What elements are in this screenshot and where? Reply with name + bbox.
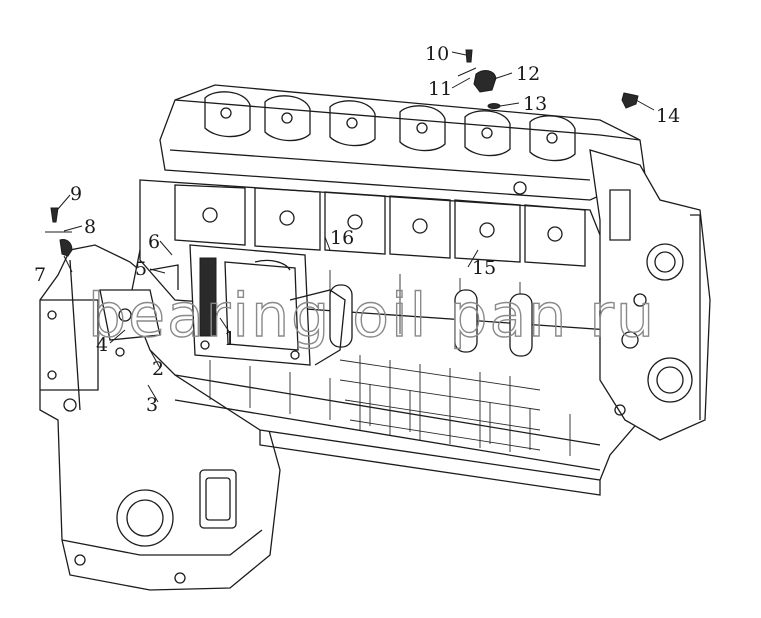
ecu-assembly	[189, 244, 346, 366]
label-4: 4	[96, 334, 108, 356]
bolt-14-icon	[621, 92, 639, 109]
label-12: 12	[516, 63, 540, 85]
sensor-bracket	[99, 264, 179, 357]
label-10: 10	[425, 43, 449, 65]
sensor-7-icon	[59, 239, 73, 257]
watermark: bearing oil pan ru	[88, 281, 656, 351]
label-14: 14	[656, 105, 680, 127]
label-9: 9	[70, 183, 82, 205]
label-6: 6	[148, 231, 160, 253]
bolt-9-icon	[50, 207, 59, 223]
label-15: 15	[472, 257, 496, 279]
part-labels: 1 2 3 4 5 6 7 8 9 10 11 12 13 14 15 16	[34, 43, 680, 416]
sensor-12-icon	[473, 70, 497, 93]
label-16: 16	[330, 227, 354, 249]
label-13: 13	[523, 93, 547, 115]
label-7: 7	[34, 264, 46, 286]
label-8: 8	[84, 216, 96, 238]
left-small-parts	[45, 207, 73, 257]
front-gear-housing	[589, 149, 711, 441]
leader-lines	[57, 51, 655, 403]
washer-13-icon	[487, 103, 501, 109]
label-5: 5	[135, 258, 147, 280]
bolt-10-icon	[465, 49, 473, 63]
label-1: 1	[224, 328, 236, 350]
label-11: 11	[428, 78, 452, 100]
cylinder-head	[159, 84, 646, 201]
label-3: 3	[146, 394, 158, 416]
top-small-parts	[457, 49, 639, 109]
flywheel-housing	[39, 244, 281, 591]
label-2: 2	[152, 358, 164, 380]
valve-bridges	[204, 91, 576, 162]
